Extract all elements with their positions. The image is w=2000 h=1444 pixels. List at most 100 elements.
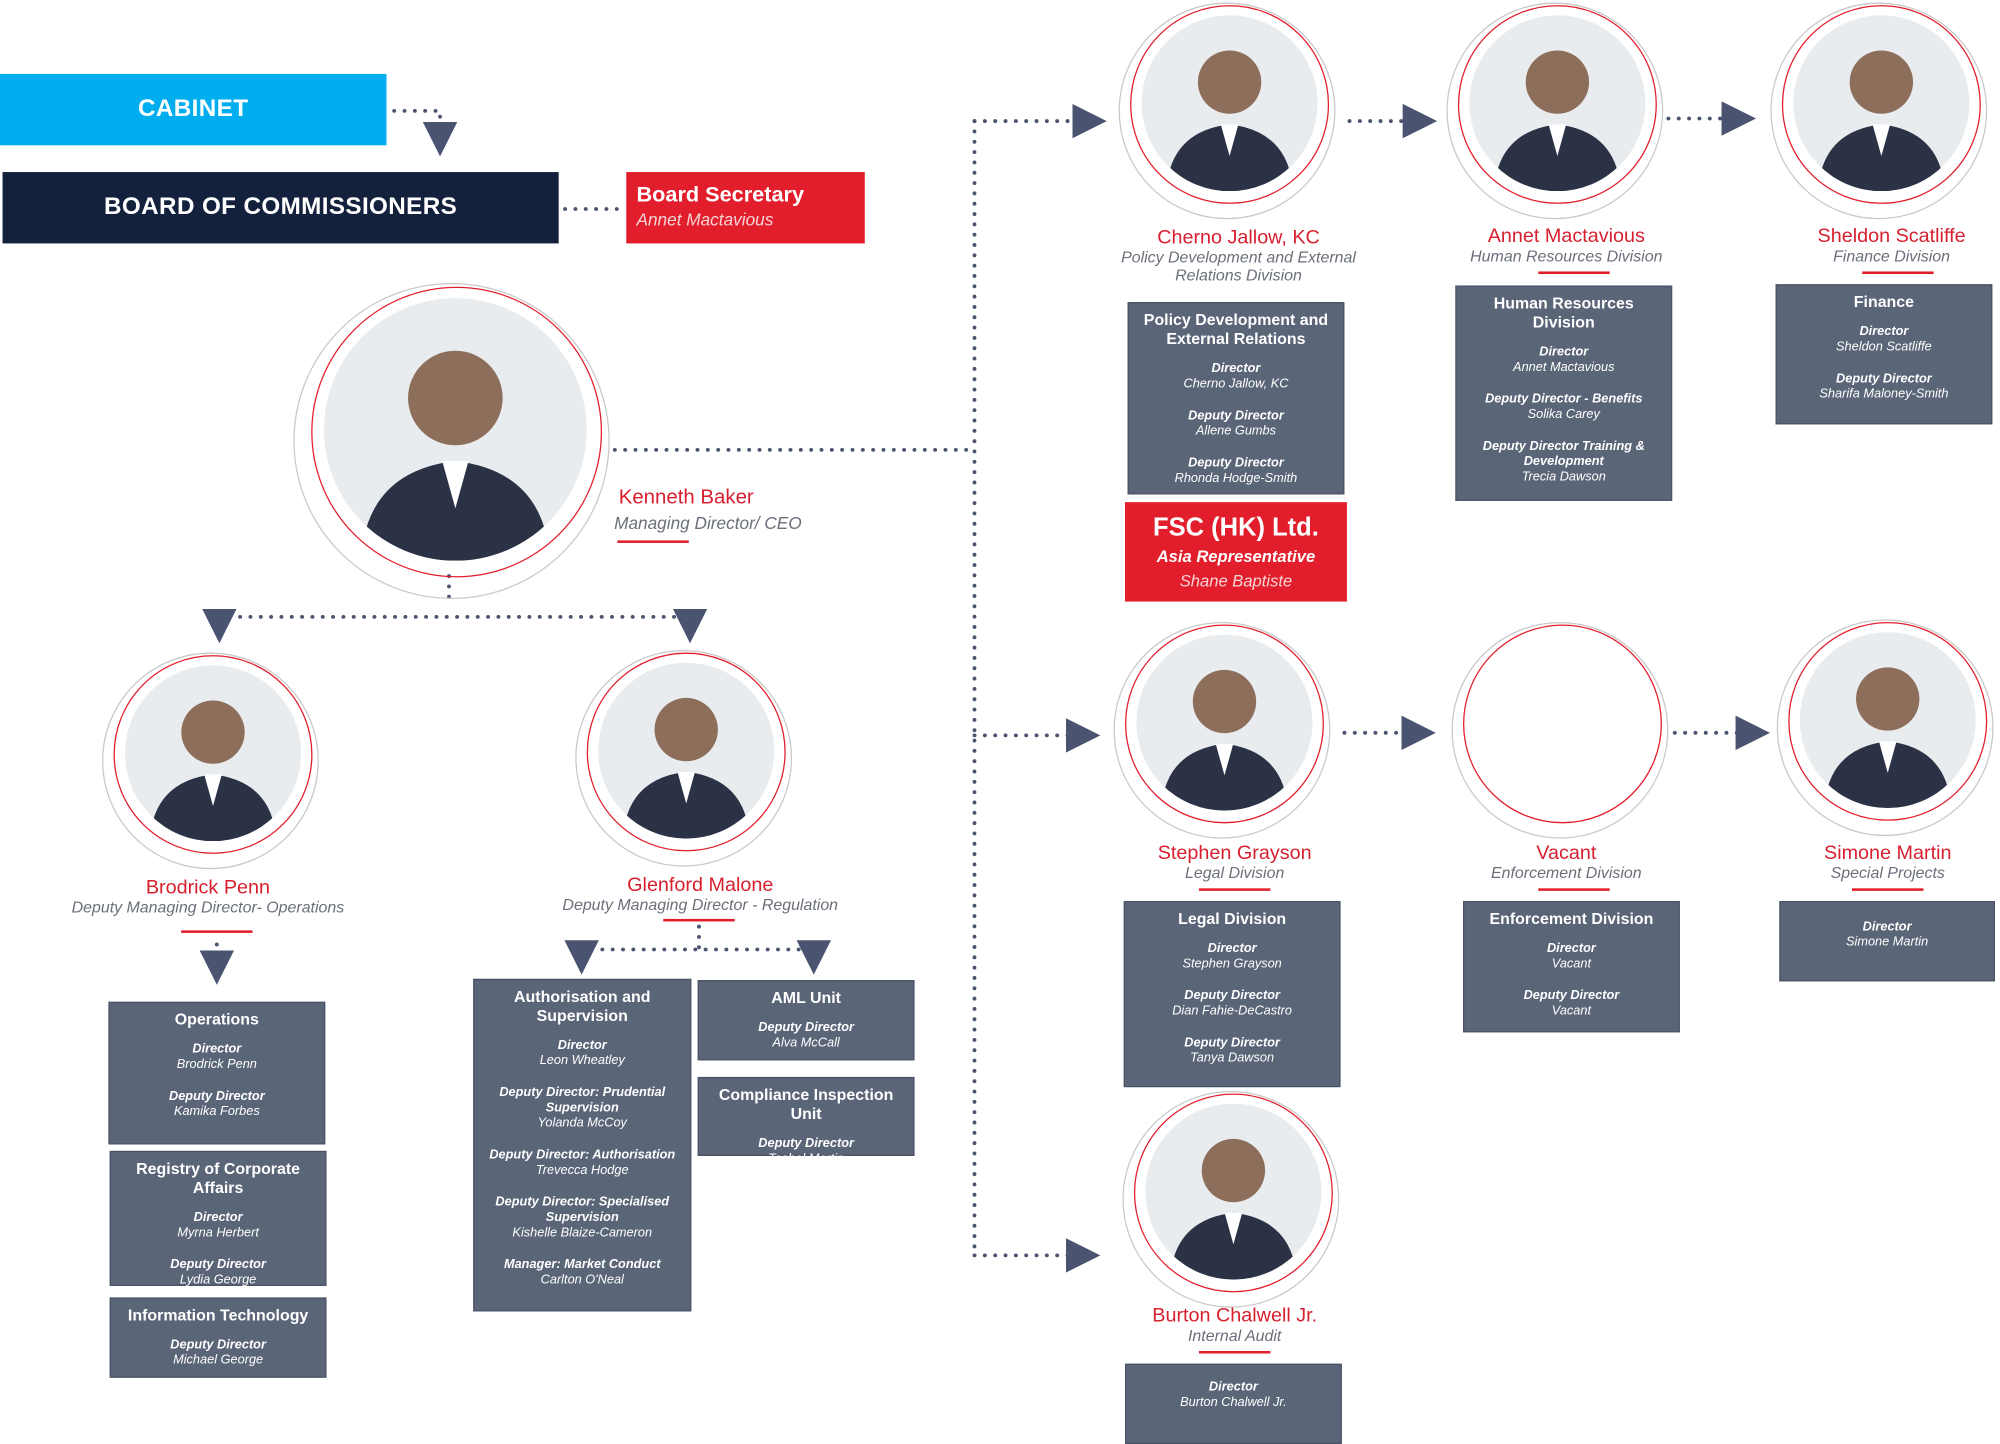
entry-position: Deputy Director (1188, 456, 1284, 471)
brodrick-name: Brodrick Penn (145, 876, 270, 899)
stephen-photo (1113, 621, 1331, 839)
entry-position: Deputy Director (758, 1020, 854, 1035)
entry-position: Deputy Director (168, 1089, 265, 1104)
entry-person: Dian Fahie-DeCastro (1172, 1004, 1293, 1019)
entry-person: Lydia George (179, 1273, 257, 1288)
cherno-photo (1118, 2, 1336, 220)
person-silhouette-icon (1161, 669, 1288, 811)
entry-position: Deputy Director - Benefits (1485, 392, 1643, 407)
simone-role: Special Projects (1830, 864, 1945, 882)
board-secretary-name: Annet Mactavious (636, 210, 774, 230)
entry-person: Simone Martin (1845, 935, 1929, 950)
entry-person: Carlton O'Neal (540, 1273, 624, 1288)
fsc-subtitle: Asia Representative (1156, 546, 1316, 566)
entry-position: Deputy Director (1188, 409, 1284, 424)
entry-person: Solika Carey (1527, 407, 1600, 422)
entry-person: Allene Gumbs (1195, 424, 1277, 439)
brodrick-photo (102, 652, 319, 870)
sheldon-role: Finance Division (1833, 247, 1951, 266)
unit-title: Legal Division (1178, 909, 1287, 928)
entry-person: Vacant (1551, 1004, 1592, 1019)
unit-title: Finance (1853, 293, 1915, 311)
unit-title: Human Resources Division (1493, 294, 1634, 332)
ceo-name: Kenneth Baker (618, 486, 754, 509)
annet-role: Human Resources Division (1470, 247, 1663, 266)
entry-person: Vacant (1551, 957, 1592, 972)
burton-photo (1122, 1090, 1340, 1308)
glenford-photo (575, 649, 793, 867)
cabinet-box: CABINET (0, 73, 387, 146)
entry-position: Deputy Director (1836, 372, 1932, 387)
entry-position: Director (1207, 941, 1257, 956)
entry-person: Kamika Forbes (173, 1104, 260, 1120)
entry-position: Director (193, 1210, 243, 1225)
entry-person: Myrna Herbert (177, 1226, 259, 1241)
entry-position: Deputy Director: Specialised Supervision (495, 1195, 670, 1225)
person-silhouette-icon (1817, 50, 1945, 192)
entry-person: Alva McCall (772, 1036, 840, 1051)
cherno-role: Policy Development and External Relation… (1121, 248, 1356, 285)
entry-position: Director (1211, 361, 1261, 376)
ceo-photo (293, 282, 610, 600)
person-silhouette-icon (1170, 1138, 1297, 1280)
entry-person: Rhonda Hodge-Smith (1174, 471, 1298, 486)
board-secretary-title: Board Secretary (636, 182, 805, 207)
entry-position: Deputy Director: Prudential Supervision (499, 1085, 666, 1116)
ceo-role: Managing Director/ CEO (614, 513, 802, 533)
simone-photo (1776, 619, 1994, 837)
entry-position: Deputy Director (1523, 989, 1620, 1004)
fsc-title: FSC (HK) Ltd. (1153, 513, 1319, 542)
person-silhouette-icon (360, 350, 550, 561)
entry-position: Director (1546, 941, 1596, 956)
entry-position: Deputy Director (170, 1257, 266, 1272)
brodrick-role: Deputy Managing Director- Operations (71, 898, 345, 917)
unit-title: Policy Development and External Relation… (1143, 310, 1329, 348)
annet-photo (1446, 2, 1664, 220)
unit-title: Enforcement Division (1489, 909, 1654, 928)
vacant-photo (1451, 621, 1669, 839)
entry-person: Sheldon Scatliffe (1836, 340, 1932, 355)
burton-role: Internal Audit (1187, 1326, 1282, 1345)
entry-position: Deputy Director (758, 1136, 854, 1151)
person-silhouette-icon (149, 700, 277, 842)
entry-person: Burton Chalwell Jr. (1180, 1395, 1287, 1410)
unit-title: Information Technology (127, 1306, 309, 1325)
unit-title: Registry of Corporate Affairs (136, 1159, 301, 1197)
entry-person: Michael George (173, 1353, 264, 1368)
unit-title: AML Unit (771, 989, 841, 1007)
entry-person: Kishelle Blaize-Cameron (512, 1226, 653, 1241)
entry-position: Deputy Director (1184, 989, 1280, 1004)
person-silhouette-icon (1166, 50, 1293, 192)
